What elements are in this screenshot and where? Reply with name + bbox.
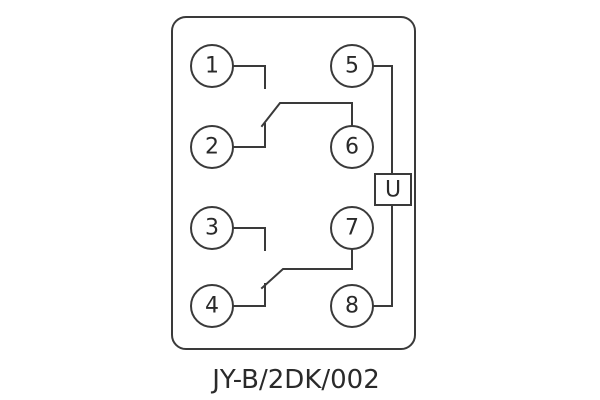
contact-1-nc-lead: [232, 65, 266, 89]
pin-2-label: 2: [205, 135, 219, 160]
pin-3-label: 3: [205, 216, 219, 241]
pin-1-label: 1: [205, 54, 219, 79]
pin-4-circle: [190, 284, 234, 328]
pin-1: 1: [190, 44, 234, 88]
pin-3: 3: [190, 206, 234, 250]
pin-2: 2: [190, 125, 234, 169]
contact-1-switch-arm: [260, 102, 353, 128]
model-label: JY-B/2DK/002: [210, 365, 380, 395]
contact-1-common-lead: [232, 123, 266, 148]
pin-8-label: 8: [345, 294, 359, 319]
pin-6-label: 6: [345, 135, 359, 160]
pin-7-label: 7: [345, 216, 359, 241]
pin-8: 8: [330, 284, 374, 328]
pin-4: 4: [190, 284, 234, 328]
pin-7: 7: [330, 206, 374, 250]
pin-6-circle: [330, 125, 374, 169]
pin-5-circle: [330, 44, 374, 88]
pin-2-circle: [190, 125, 234, 169]
pin-5-label: 5: [345, 54, 359, 79]
coil-upper-lead: [373, 65, 393, 175]
coil-box: [374, 173, 412, 206]
pin-8-circle: [330, 284, 374, 328]
contact-2-switch-arm: [260, 249, 353, 290]
pin-5: 5: [330, 44, 374, 88]
pin-4-label: 4: [205, 294, 219, 319]
coil-label: U: [385, 178, 401, 203]
pin-1-circle: [190, 44, 234, 88]
contact-2-nc-lead: [232, 227, 266, 251]
pin-3-circle: [190, 206, 234, 250]
contact-2-common-lead: [232, 283, 266, 307]
coil-lower-lead: [373, 204, 393, 307]
pin-7-circle: [330, 206, 374, 250]
relay-housing-outline: [171, 16, 416, 350]
pin-6: 6: [330, 125, 374, 169]
